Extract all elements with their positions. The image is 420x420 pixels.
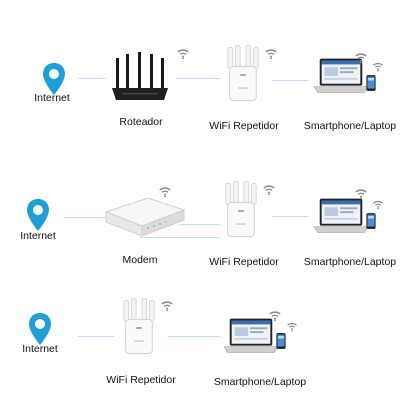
- router-label: Roteador: [119, 116, 163, 128]
- wifi-icon: [160, 298, 174, 312]
- connector-line: [168, 336, 220, 337]
- router-icon: [112, 52, 168, 100]
- internet-label: Internet: [22, 343, 58, 355]
- location-pin-icon: [27, 312, 53, 346]
- diagram-row-router: Internet Roteador WiFi Repetidor Smartph…: [0, 0, 420, 140]
- internet-label: Internet: [20, 230, 56, 242]
- connector-line: [272, 80, 308, 81]
- connector-line: [64, 217, 108, 218]
- repeater-label: WiFi Repetidor: [209, 256, 279, 268]
- wifi-icon: [286, 320, 298, 332]
- modem-label: Modem: [122, 254, 158, 266]
- internet-label: Internet: [34, 92, 70, 104]
- wifi-icon: [268, 308, 282, 322]
- connector-line: [140, 237, 220, 238]
- phone-icon: [276, 332, 286, 350]
- modem-icon: [104, 197, 186, 237]
- connector-line: [78, 78, 106, 79]
- repeater-icon: [120, 294, 158, 360]
- repeater-label: WiFi Repetidor: [106, 374, 176, 386]
- smartphone-laptop-label: Smartphone/Laptop: [303, 256, 397, 268]
- connector-line: [78, 336, 114, 337]
- smartphone-laptop-label: Smartphone/Laptop: [303, 120, 397, 132]
- laptop-icon: [222, 316, 280, 356]
- smartphone-laptop-label: Smartphone/Laptop: [213, 376, 307, 388]
- connector-line: [272, 216, 308, 217]
- diagram-row-modem: Internet Modem WiFi Repetidor Smartphone…: [20, 0, 397, 268]
- connector-line: [176, 78, 220, 79]
- connector-line: [180, 224, 220, 225]
- repeater-label: WiFi Repetidor: [209, 120, 279, 132]
